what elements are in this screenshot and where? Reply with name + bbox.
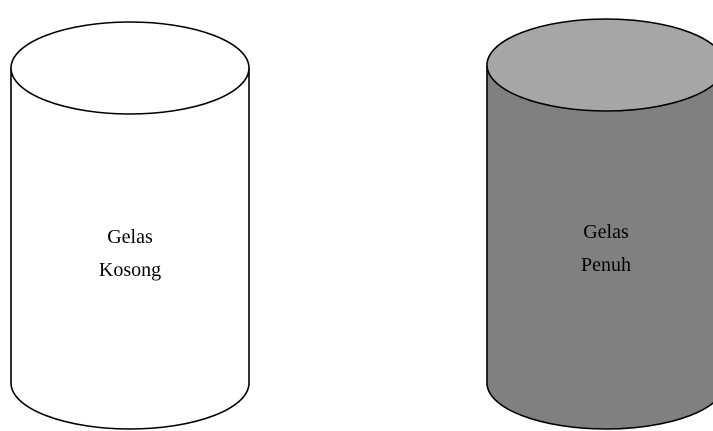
full-glass-body bbox=[487, 65, 713, 429]
full-glass: Gelas Penuh bbox=[487, 19, 713, 429]
empty-glass-body bbox=[11, 68, 249, 429]
empty-glass-label-line2: Kosong bbox=[99, 259, 161, 281]
empty-glass-top bbox=[11, 22, 249, 114]
empty-glass-label-line1: Gelas bbox=[107, 226, 153, 248]
full-glass-top bbox=[487, 19, 713, 111]
full-glass-label-line2: Penuh bbox=[581, 254, 631, 276]
empty-glass: Gelas Kosong bbox=[11, 22, 249, 429]
full-glass-label-line1: Gelas bbox=[583, 221, 629, 243]
